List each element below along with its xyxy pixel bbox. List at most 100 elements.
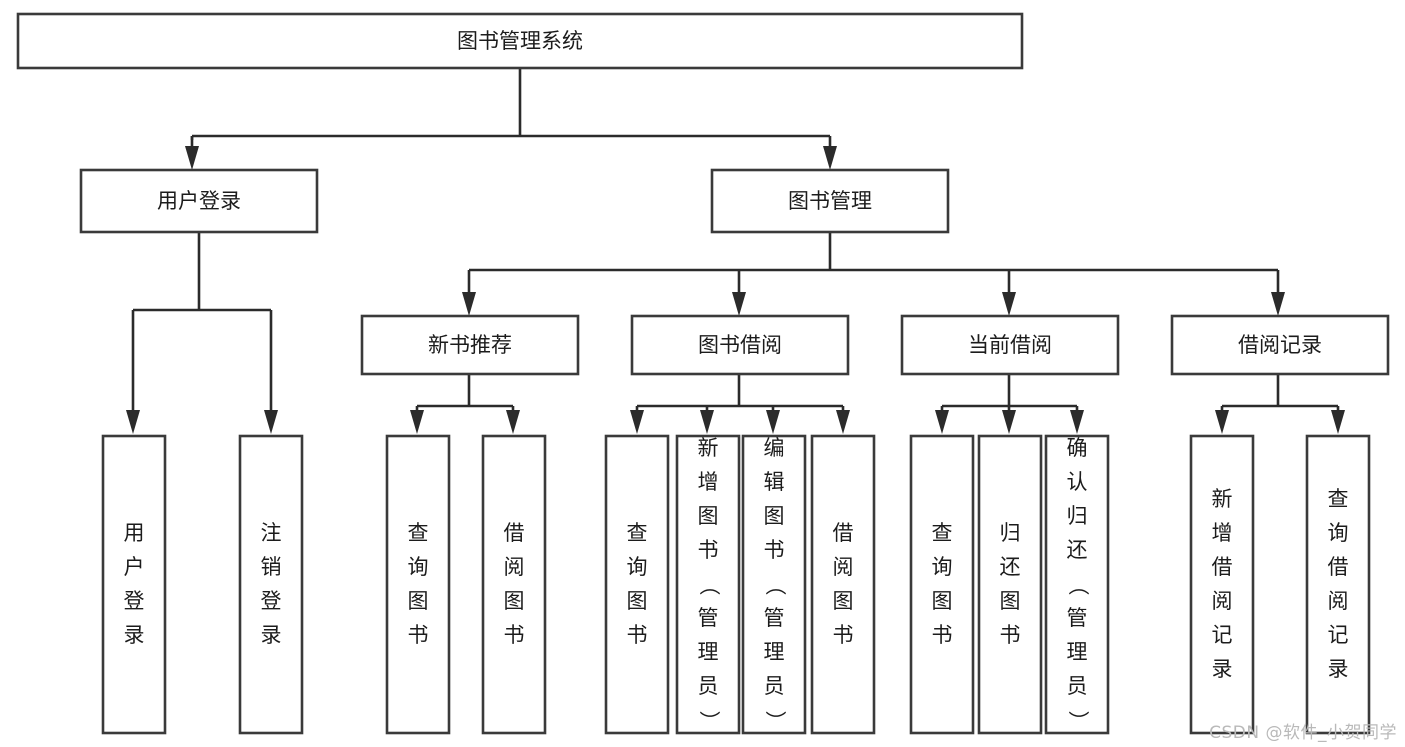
vertical-char: 询 [1328, 521, 1349, 545]
node-leaf-query-book-1-box[interactable] [385, 434, 451, 735]
node-book-manage-box[interactable] [710, 168, 950, 234]
vertical-char: 查 [627, 521, 648, 545]
vertical-char: 归 [1067, 504, 1088, 528]
node-leaf-user-login-label: 用户登录 [124, 521, 145, 647]
arrow-head-leaf-borrow-book-1 [506, 410, 520, 434]
vertical-char: 图 [408, 589, 429, 613]
node-user-login-box[interactable] [79, 168, 319, 234]
arrow-head-leaf-return-book [1002, 410, 1016, 434]
vertical-char: （ [1066, 575, 1090, 596]
vertical-char: 编 [764, 436, 785, 460]
vertical-char: 图 [698, 504, 719, 528]
vertical-char: 询 [932, 555, 953, 579]
node-leaf-confirm-return-box[interactable] [1044, 434, 1110, 735]
arrow-head-leaf-query-record [1331, 410, 1345, 434]
node-user-login[interactable]: 用户登录 [79, 168, 319, 234]
vertical-char: 理 [698, 640, 719, 664]
node-leaf-query-book-2-box[interactable] [604, 434, 670, 735]
vertical-char: 登 [261, 589, 282, 613]
vertical-char: 理 [1067, 640, 1088, 664]
vertical-char: 书 [698, 538, 719, 562]
node-leaf-user-logout-box[interactable] [238, 434, 304, 735]
vertical-char: 录 [1328, 657, 1349, 681]
node-root-box[interactable] [16, 12, 1024, 70]
node-leaf-user-login-box[interactable] [101, 434, 167, 735]
vertical-char: 员 [698, 674, 719, 698]
vertical-char: 书 [408, 623, 429, 647]
arrow-head-user-login [185, 146, 199, 170]
arrow-head-book-borrow [732, 292, 746, 316]
vertical-char: 书 [764, 538, 785, 562]
node-book-borrow-box[interactable] [630, 314, 850, 376]
vertical-char: 书 [627, 623, 648, 647]
arrow-head-book-manage [823, 146, 837, 170]
vertical-char: 图 [504, 589, 525, 613]
node-leaf-borrow-book-1-box[interactable] [481, 434, 547, 735]
node-current-borrow[interactable]: 当前借阅 [900, 314, 1120, 376]
arrow-head-current-borrow [1002, 292, 1016, 316]
arrow-head-leaf-user-login [126, 410, 140, 434]
vertical-char: 确 [1067, 436, 1088, 460]
vertical-char: 借 [1212, 555, 1233, 579]
connector-layer [126, 68, 1345, 434]
vertical-char: 归 [1000, 521, 1021, 545]
node-new-book-rec-box[interactable] [360, 314, 580, 376]
vertical-char: 书 [504, 623, 525, 647]
vertical-char: （ [697, 575, 721, 596]
node-leaf-query-record-box[interactable] [1305, 434, 1371, 735]
node-new-book-rec[interactable]: 新书推荐 [360, 314, 580, 376]
arrow-head-new-book-rec [462, 292, 476, 316]
node-leaf-borrow-book-2-box[interactable] [810, 434, 876, 735]
arrow-head-borrow-record [1271, 292, 1285, 316]
arrow-head-leaf-user-logout [264, 410, 278, 434]
node-borrow-record[interactable]: 借阅记录 [1170, 314, 1390, 376]
node-leaf-query-book-3-box[interactable] [909, 434, 975, 735]
node-book-manage[interactable]: 图书管理 [710, 168, 950, 234]
node-leaf-add-book-box[interactable] [675, 434, 741, 735]
vertical-char: 询 [408, 555, 429, 579]
vertical-char: 用 [124, 521, 145, 545]
node-new-book-rec-label: 新书推荐 [428, 333, 512, 357]
node-leaf-user-login[interactable]: 用户登录 [101, 434, 167, 735]
arrow-head-leaf-query-book-1 [410, 410, 424, 434]
node-leaf-add-record-box[interactable] [1189, 434, 1255, 735]
node-root[interactable]: 图书管理系统 [16, 12, 1024, 70]
node-current-borrow-box[interactable] [900, 314, 1120, 376]
node-leaf-return-book-box[interactable] [977, 434, 1043, 735]
arrow-head-leaf-edit-book [766, 410, 780, 434]
vertical-char: 阅 [833, 555, 854, 579]
vertical-char: 新 [698, 436, 719, 460]
node-book-borrow-label: 图书借阅 [698, 333, 782, 357]
vertical-char: 借 [1328, 555, 1349, 579]
vertical-char: 录 [261, 623, 282, 647]
vertical-char: 借 [504, 521, 525, 545]
vertical-char: 录 [124, 623, 145, 647]
node-leaf-edit-book-box[interactable] [741, 434, 807, 735]
node-borrow-record-box[interactable] [1170, 314, 1390, 376]
node-root-label: 图书管理系统 [457, 29, 583, 53]
vertical-char: 图 [764, 504, 785, 528]
vertical-char: 查 [932, 521, 953, 545]
node-book-borrow[interactable]: 图书借阅 [630, 314, 850, 376]
vertical-char: 管 [698, 606, 719, 630]
vertical-char: 阅 [1212, 589, 1233, 613]
vertical-char: 销 [261, 555, 282, 579]
arrow-head-leaf-confirm-return [1070, 410, 1084, 434]
